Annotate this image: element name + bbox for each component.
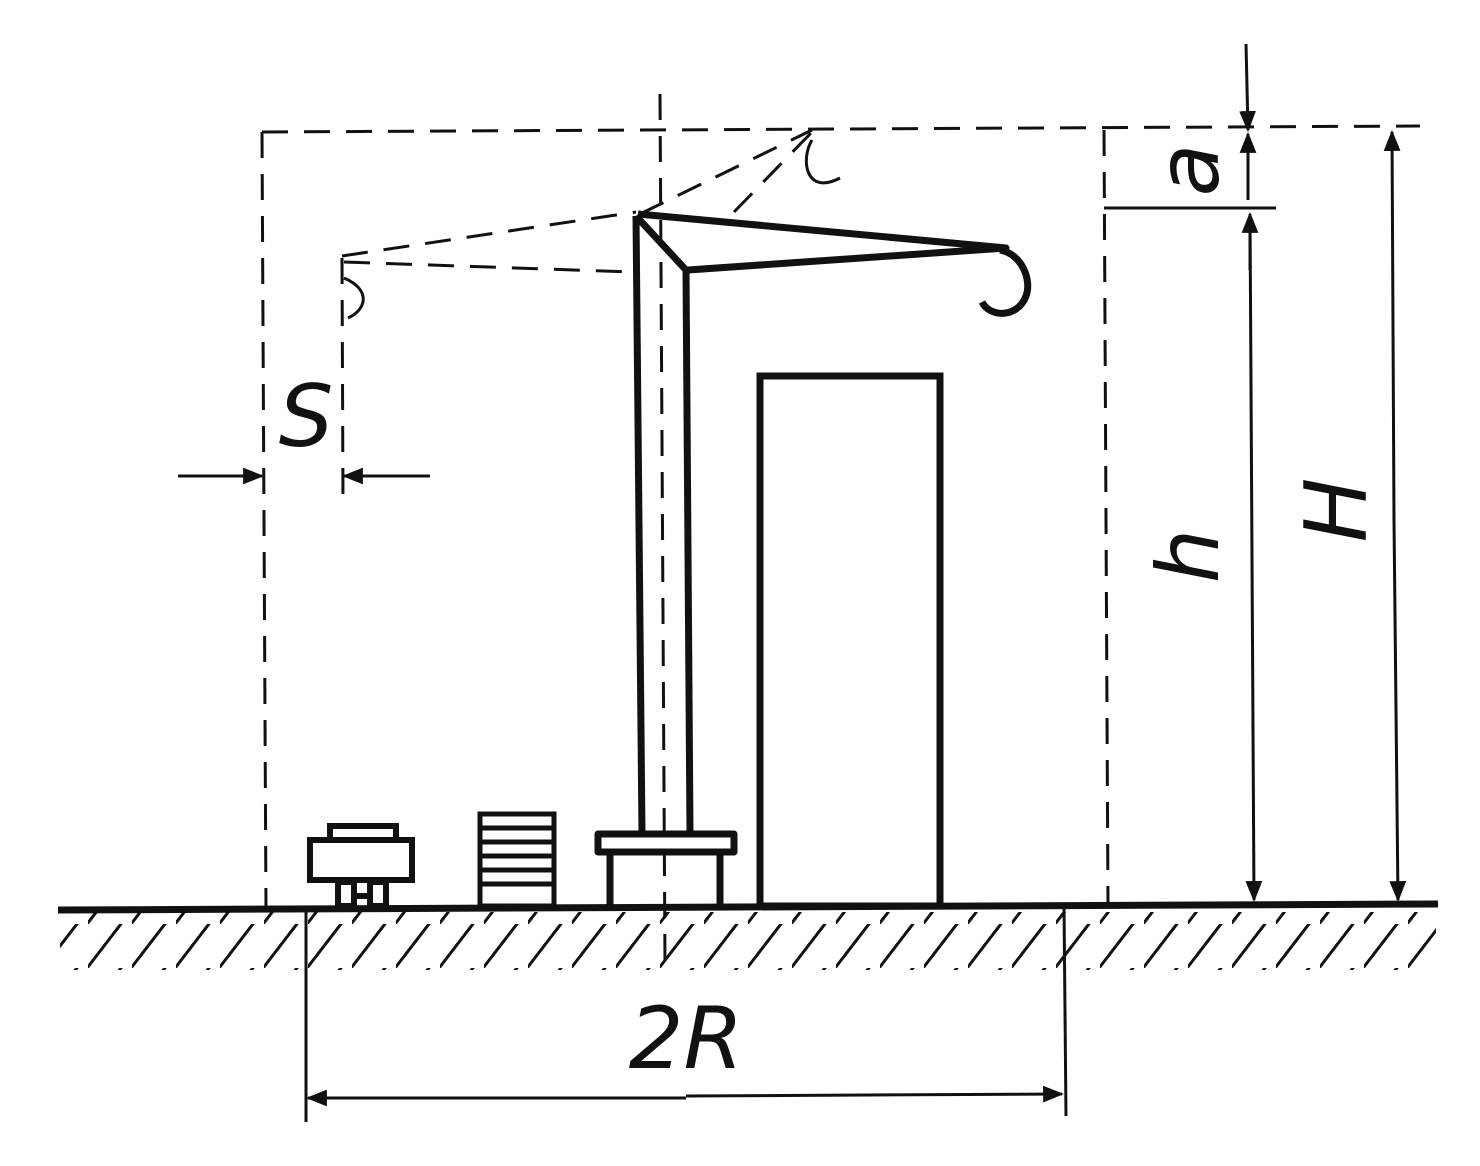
envelope-left-line (260, 131, 268, 911)
ghost-hook-top-icon (804, 139, 841, 185)
stacked-load (477, 811, 557, 909)
envelope-right-line (1102, 129, 1110, 907)
dimension-2r (304, 905, 1068, 1122)
crane-jib (637, 210, 1010, 274)
cart-wheel-left (335, 879, 357, 909)
dimension-big-h (1383, 129, 1407, 903)
ground (57, 900, 1439, 970)
ground-line (57, 900, 1439, 914)
label-s: S (279, 367, 334, 467)
cart-wheel-right (367, 879, 389, 909)
building-block (756, 372, 944, 910)
ghost-jib-upper-line (341, 210, 637, 258)
ghost-jib-lower-line (343, 260, 633, 274)
label-2r: 2R (629, 989, 743, 1089)
label-big-h: H (1287, 478, 1387, 543)
crane-base (606, 848, 724, 908)
crane-hook-icon (978, 246, 1032, 317)
crane (594, 210, 1032, 908)
label-h: h (1139, 529, 1239, 584)
cart-body (307, 837, 415, 883)
ground-hatching (60, 912, 1436, 970)
crane-mast (632, 213, 694, 835)
label-a: a (1139, 144, 1239, 197)
cart (307, 823, 415, 909)
ghost-hoist-rope-line (340, 257, 345, 501)
envelope-top-line (261, 124, 1421, 134)
dimension-a-h (1104, 43, 1276, 903)
ghost-raised-jib-line (639, 128, 813, 216)
ghost-hook-left-icon (343, 276, 365, 320)
clearance-envelope (260, 93, 1421, 966)
ghost-raised-jib-brace-line (732, 130, 814, 214)
